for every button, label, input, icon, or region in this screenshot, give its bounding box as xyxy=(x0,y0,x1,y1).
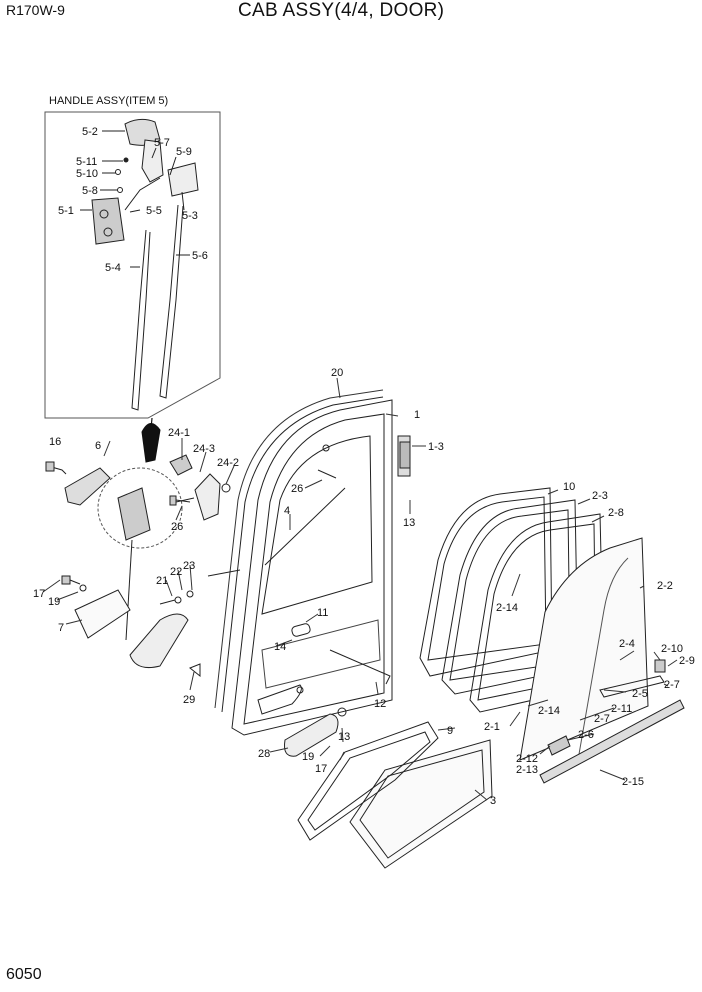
callout-2-9: 2-9 xyxy=(679,655,695,667)
callout-5-6: 5-6 xyxy=(192,250,208,262)
callout-leaders xyxy=(42,377,678,801)
callout-5-1: 5-1 xyxy=(58,205,74,217)
callout-2-3: 2-3 xyxy=(592,490,608,502)
callout-4: 4 xyxy=(284,505,290,517)
window-glass-group xyxy=(284,487,685,869)
page-title: CAB ASSY(4/4, DOOR) xyxy=(238,0,445,21)
callout-2-8: 2-8 xyxy=(608,507,624,519)
callout-17-left: 17 xyxy=(33,588,45,600)
callout-2-15: 2-15 xyxy=(622,776,644,788)
callout-2-7-right: 2-7 xyxy=(664,679,680,691)
latch-parts xyxy=(45,454,231,669)
callout-2-1: 2-1 xyxy=(484,721,500,733)
callout-21: 21 xyxy=(156,575,168,587)
callout-3: 3 xyxy=(490,795,496,807)
callout-11: 11 xyxy=(317,607,328,619)
callout-17-lower: 17 xyxy=(315,763,327,775)
callout-2-11: 2-11 xyxy=(611,703,632,715)
callout-24-1: 24-1 xyxy=(168,427,190,439)
callout-5-8: 5-8 xyxy=(82,185,98,197)
callout-2-4: 2-4 xyxy=(619,638,635,650)
callout-20: 20 xyxy=(331,367,343,379)
callout-22: 22 xyxy=(170,566,182,578)
callout-1-3: 1-3 xyxy=(428,441,444,453)
page-number: 6050 xyxy=(6,966,42,983)
callout-26-lower: 26 xyxy=(171,521,183,533)
callout-2-5: 2-5 xyxy=(632,688,648,700)
callout-16: 16 xyxy=(49,436,61,448)
door-lock-part xyxy=(91,197,125,245)
callout-7: 7 xyxy=(58,622,64,634)
callout-5-3: 5-3 xyxy=(182,210,198,222)
callout-14: 14 xyxy=(274,641,286,653)
callout-2-7-left: 2-7 xyxy=(594,713,610,725)
handle-assy-inset xyxy=(44,111,221,419)
callout-23: 23 xyxy=(183,560,195,572)
callout-2-2: 2-2 xyxy=(657,580,673,592)
callout-2-14-lower: 2-14 xyxy=(538,705,560,717)
callout-6: 6 xyxy=(95,440,101,452)
callout-5-9: 5-9 xyxy=(176,146,192,158)
callout-24-2: 24-2 xyxy=(217,457,239,469)
callout-13-lower: 13 xyxy=(338,731,350,743)
callout-5-10: 5-10 xyxy=(76,168,98,180)
callout-5-2: 5-2 xyxy=(82,126,98,138)
callout-5-7: 5-7 xyxy=(154,137,170,149)
callout-29: 29 xyxy=(183,694,195,706)
door-frame xyxy=(189,389,411,736)
callout-labels: 5-2 5-7 5-9 5-11 5-10 5-8 5-1 5-5 5-3 5-… xyxy=(33,126,695,807)
callout-2-12: 2-12 xyxy=(516,753,538,765)
callout-19-left: 19 xyxy=(48,596,60,608)
callout-19-lower: 19 xyxy=(302,751,314,763)
callout-12: 12 xyxy=(374,698,386,710)
callout-5-11: 5-11 xyxy=(76,156,97,168)
callout-2-10: 2-10 xyxy=(661,643,683,655)
callout-2-14-upper: 2-14 xyxy=(496,602,518,614)
callout-28: 28 xyxy=(258,748,270,760)
callout-10: 10 xyxy=(563,481,575,493)
handle-cap-part xyxy=(124,118,161,146)
callout-5-4: 5-4 xyxy=(105,262,121,274)
callout-2-13: 2-13 xyxy=(516,764,538,776)
callout-13-upper: 13 xyxy=(403,517,415,529)
inset-pointer-arrow xyxy=(141,423,161,463)
callout-2-6: 2-6 xyxy=(578,729,594,741)
callout-9: 9 xyxy=(447,725,453,737)
inset-title: HANDLE ASSY(ITEM 5) xyxy=(49,95,169,107)
callout-24-3: 24-3 xyxy=(193,443,215,455)
callout-5-5: 5-5 xyxy=(146,205,162,217)
callout-26-upper: 26 xyxy=(291,483,303,495)
callout-1: 1 xyxy=(414,409,420,421)
model-label: R170W-9 xyxy=(6,2,65,18)
